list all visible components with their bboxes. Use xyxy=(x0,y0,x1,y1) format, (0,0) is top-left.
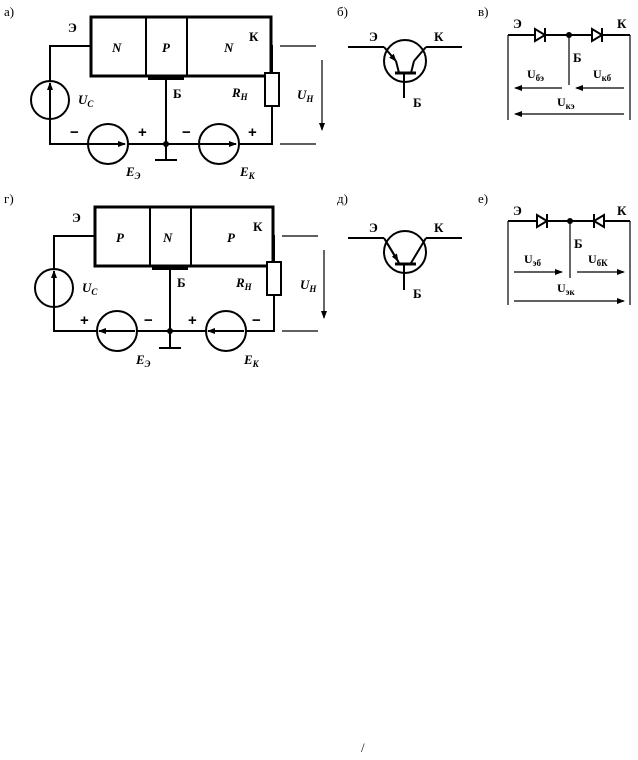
base-label: Б xyxy=(413,286,422,301)
collector-label: К xyxy=(253,219,263,234)
ek-minus: − xyxy=(252,312,261,329)
base-label: Б xyxy=(573,50,582,65)
emitter-label: Э xyxy=(369,29,378,44)
collector-label: К xyxy=(434,220,444,235)
emitter-label: Э xyxy=(72,210,81,225)
base-label: Б xyxy=(413,95,422,110)
load-resistor xyxy=(264,72,280,107)
panel-e-pnp-symbol: д) Э К Б xyxy=(337,191,462,301)
panel-e-tag: д) xyxy=(337,191,348,206)
panel-a-tag: а) xyxy=(4,4,14,19)
ek-label: EК xyxy=(239,164,256,181)
region-n2: N xyxy=(223,40,234,55)
uc-label: UC xyxy=(82,280,98,297)
panel-f-diode-model: е) Э К Б Uэб UбК Uэк xyxy=(478,191,631,305)
rn-label: RН xyxy=(231,85,249,102)
collector-label: К xyxy=(249,29,259,44)
u-kb-label: Uкб xyxy=(593,67,612,83)
un-label: UН xyxy=(300,277,317,294)
panel-a-npn-circuit: а) N P N Э К Б UC − + − + EЭ EК RН xyxy=(4,4,325,181)
region-p: P xyxy=(162,40,171,55)
u-eb-label: Uэб xyxy=(524,252,542,268)
ee-minus: − xyxy=(144,312,153,329)
region-p1: P xyxy=(116,230,125,245)
u-be-label: Uбэ xyxy=(527,67,544,83)
panel-f-tag: е) xyxy=(478,191,488,206)
ee-label: EЭ xyxy=(125,164,141,181)
ee-plus: + xyxy=(80,312,89,329)
ee-label: EЭ xyxy=(135,352,151,369)
ek-minus: − xyxy=(182,124,191,141)
collector-label: К xyxy=(617,203,627,218)
emitter-label: Э xyxy=(513,203,522,218)
collector-label: К xyxy=(434,29,444,44)
diode-collector xyxy=(592,213,605,229)
u-bk-label: UбК xyxy=(588,252,608,268)
panel-c-tag: в) xyxy=(478,4,488,19)
ek-label: EК xyxy=(243,352,260,369)
uc-label: UC xyxy=(78,92,94,109)
panel-d-pnp-circuit: г) P N P Э К Б UC + − + − EЭ EК RН UН xyxy=(4,191,327,369)
panel-b-npn-symbol: б) Э К Б xyxy=(337,4,462,110)
diode-collector xyxy=(591,27,604,43)
ee-minus: − xyxy=(70,124,79,141)
un-label: UН xyxy=(297,87,314,104)
u-ek-label: Uэк xyxy=(557,281,576,297)
load-resistor xyxy=(266,261,282,296)
emitter-label: Э xyxy=(369,220,378,235)
base-label: Б xyxy=(574,236,583,251)
region-p2: P xyxy=(227,230,236,245)
ek-plus: + xyxy=(248,124,257,141)
collector-label: К xyxy=(617,16,627,31)
base-label: Б xyxy=(173,86,182,101)
ee-plus: + xyxy=(138,124,147,141)
u-ke-label: Uкэ xyxy=(557,95,575,111)
emitter-label: Э xyxy=(68,20,77,35)
emitter-label: Э xyxy=(513,16,522,31)
page-mark: / xyxy=(361,740,365,755)
diode-emitter xyxy=(536,213,549,229)
rn-label: RН xyxy=(235,275,253,292)
region-n1: N xyxy=(111,40,122,55)
diode-emitter xyxy=(534,27,547,43)
panel-b-tag: б) xyxy=(337,4,348,19)
region-n: N xyxy=(162,230,173,245)
ek-plus: + xyxy=(188,312,197,329)
panel-d-tag: г) xyxy=(4,191,14,206)
base-label: Б xyxy=(177,275,186,290)
panel-c-diode-model: в) Э К Б Uбэ Uкб Uкэ xyxy=(478,4,631,120)
